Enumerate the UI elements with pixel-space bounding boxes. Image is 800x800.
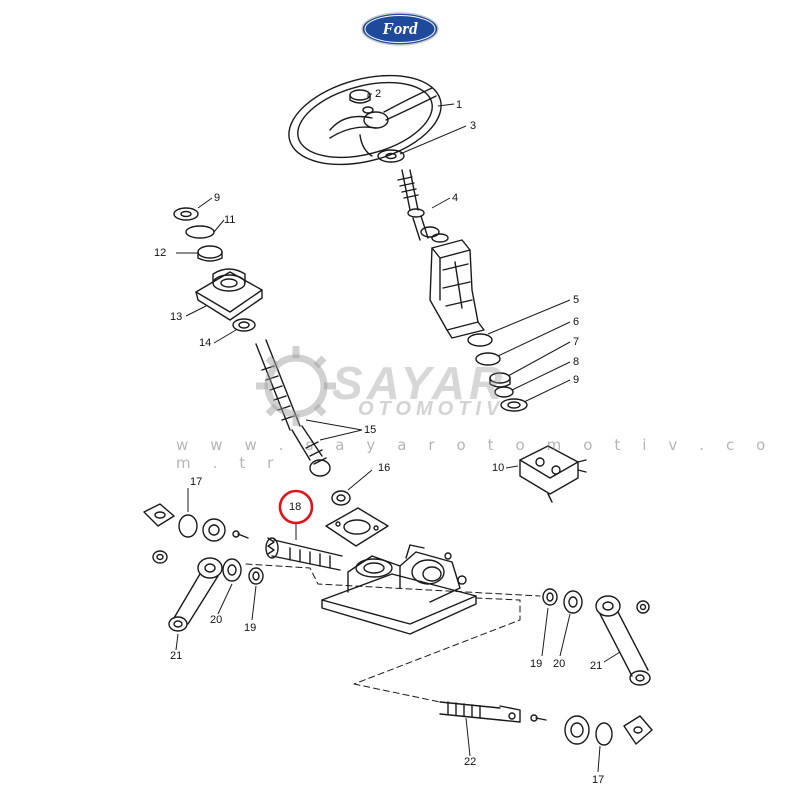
callout-17-right: 17 [592,774,605,786]
seal-5 [467,333,493,347]
seal-19-right [542,588,558,606]
bracket-10 [519,445,587,503]
callout-6: 6 [573,316,580,328]
callout-13: 13 [170,311,183,323]
horn-cap [349,89,371,101]
bearing-16 [331,490,351,506]
cup-8 [494,386,514,398]
bearing-12 [197,245,223,259]
cover-plate [195,268,263,321]
callout-16: 16 [378,462,391,474]
callout-9-right: 9 [573,374,580,386]
steering-wheel [288,74,442,166]
plate-17-left [143,503,175,527]
column-housing [429,233,485,339]
callout-21-left: 21 [170,650,183,662]
callout-20-right: 20 [553,658,566,670]
watermark-name: SAYAR [332,357,507,409]
bushing-left [202,518,226,542]
callout-21-right: 21 [590,660,603,672]
watermark-gear-icon [256,346,336,426]
gasket [325,507,389,547]
gear-housing [321,544,477,635]
callout-22: 22 [464,756,477,768]
callout-14: 14 [199,337,212,349]
callout-17-left: 17 [190,476,203,488]
input-shaft-22 [439,701,547,723]
callout-19-right: 19 [530,658,543,670]
callout-5: 5 [573,294,580,306]
callout-12: 12 [154,247,167,259]
ring-6 [475,352,501,366]
watermark-sub: OTOMOTIV [358,398,505,420]
wheel-nut [377,149,405,163]
nut-9 [500,398,528,412]
bushing-20-right [563,590,583,614]
callout-2: 2 [375,88,382,100]
watermark-url: w w w . s a y a r o t o m o t i v . c o … [176,436,774,472]
bearing-14 [232,318,256,332]
callout-4: 4 [452,192,459,204]
pitman-arm-left [168,557,223,632]
bushing-lower-right [564,715,590,745]
callout-20-left: 20 [210,614,223,626]
callout-7: 7 [573,336,580,348]
nut-9-left [173,207,199,221]
highlight-circle [278,489,314,525]
callout-1: 1 [456,99,463,111]
plate-17-right [623,715,653,745]
callout-15: 15 [364,424,377,436]
bushing-20-left [222,558,242,582]
callout-18: 18 [289,501,302,513]
worm-shaft [255,339,331,477]
seal-17-right [595,722,613,746]
leader-lines [175,93,621,773]
seal-19-left [248,567,264,585]
upper-shaft [397,169,440,241]
callout-10: 10 [492,462,505,474]
ford-logo-text: Ford [382,19,418,38]
seal-17-left [178,514,198,538]
pitman-arm-right [595,595,651,686]
ford-logo: Ford [361,12,439,46]
callout-8: 8 [573,356,580,368]
sector-shaft [265,537,343,571]
callout-19-left: 19 [244,622,257,634]
callout-9-left: 9 [214,192,221,204]
callout-3: 3 [470,120,477,132]
ring-11 [185,225,215,239]
callout-11: 11 [224,214,236,226]
assembly-lines [245,563,541,703]
